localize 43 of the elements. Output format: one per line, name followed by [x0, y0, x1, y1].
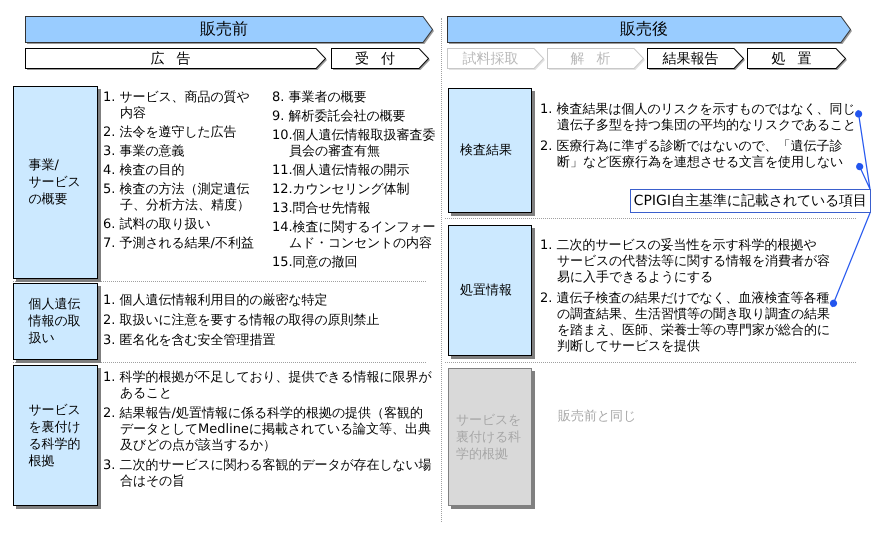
- list-item: 14.検査に関するインフォームド・コンセントの内容: [272, 220, 437, 252]
- phase-banner: 販売前: [25, 16, 435, 45]
- list-item: 1. 個人遺伝情報利用目的の厳密な特定: [103, 293, 328, 309]
- list-item: 13.問合せ先情報: [272, 201, 371, 217]
- list-item: 6. 試料の取り扱い: [103, 217, 211, 233]
- step-banner: 試料採取: [447, 48, 546, 71]
- list-item: 12.カウンセリング体制: [272, 182, 410, 198]
- category-box: 個人遺伝情報の取扱い: [13, 283, 101, 363]
- category-box: 事業/サービスの概要: [13, 86, 101, 282]
- list-item: 2. 遺伝子検査の結果だけでなく、血液検査等各種の調査結果、生活習慣等の聞き取り調査の結果を踏まえ、医師、栄養士等の専門家が総合的に判断してサービスを提供: [540, 291, 832, 355]
- leader-line: [856, 162, 871, 190]
- list-item: 3. 匿名化を含む安全管理措置: [103, 333, 276, 349]
- list-item: 5. 検査の方法（測定遺伝子、分析方法、精度）: [103, 182, 251, 214]
- list-item: 10.個人遺伝情報取扱審査委員会の審査有無: [272, 128, 437, 160]
- list-item: 7. 予測される結果/不利益: [103, 236, 254, 252]
- list-item: 1. 検査結果は個人のリスクを示すものではなく、同じ遺伝子多型を持つ集団の平均的なリスクであること: [540, 102, 858, 134]
- list-item: 3. 事業の意義: [103, 144, 185, 160]
- list-item: 8. 事業者の概要: [272, 90, 367, 106]
- list-item: 1. 二次的サービスの妥当性を示す科学的根拠やサービスの代替法等に関する情報を消費者が容易に入手できるようにする: [540, 238, 831, 286]
- list-item: 11.個人遺伝情報の開示: [272, 163, 410, 179]
- leader-line: [855, 110, 871, 190]
- step-banner: 処置: [747, 48, 848, 71]
- list-item: 15.同意の撤回: [272, 255, 358, 271]
- note-text: 販売前と同じ: [558, 409, 636, 425]
- phase-banner: 販売後: [447, 16, 853, 45]
- list-item: 1. サービス、商品の質や内容: [103, 90, 251, 122]
- category-box: サービスを裏付ける科学的根拠: [13, 365, 101, 509]
- category-box: 検査結果: [448, 88, 535, 216]
- list-item: 1. 科学的根拠が不足しており、提供できる情報に限界があること: [103, 370, 433, 402]
- list-item: 9. 解析委託会社の概要: [272, 109, 406, 125]
- step-banner: 解析: [547, 48, 646, 71]
- step-banner: 受付: [331, 48, 431, 71]
- category-box: 処置情報: [448, 225, 535, 359]
- list-item: 2. 法令を遵守した広告: [103, 125, 237, 141]
- list-item: 2. 取扱いに注意を要する情報の取得の原則禁止: [103, 313, 380, 329]
- leader-line: [830, 212, 871, 308]
- step-banner: 結果報告: [647, 48, 746, 71]
- step-banner: 広告: [25, 48, 328, 71]
- list-item: 2. 結果報告/処置情報に係る科学的根拠の提供（客観的データとしてMedlineに掲載されている論文等、出典及びどの点が該当するか）: [103, 406, 432, 454]
- note-box: CPIGI自主基準に記載されている項目: [630, 189, 871, 213]
- list-item: 2. 医療行為に準ずる診断ではないので、「遺伝子診断」など医療行為を連想させる文言を使用しない: [540, 139, 858, 171]
- list-item: 4. 検査の目的: [103, 163, 185, 179]
- list-item: 3. 二次的サービスに関わる客観的データが存在しない場合はその旨: [103, 458, 433, 490]
